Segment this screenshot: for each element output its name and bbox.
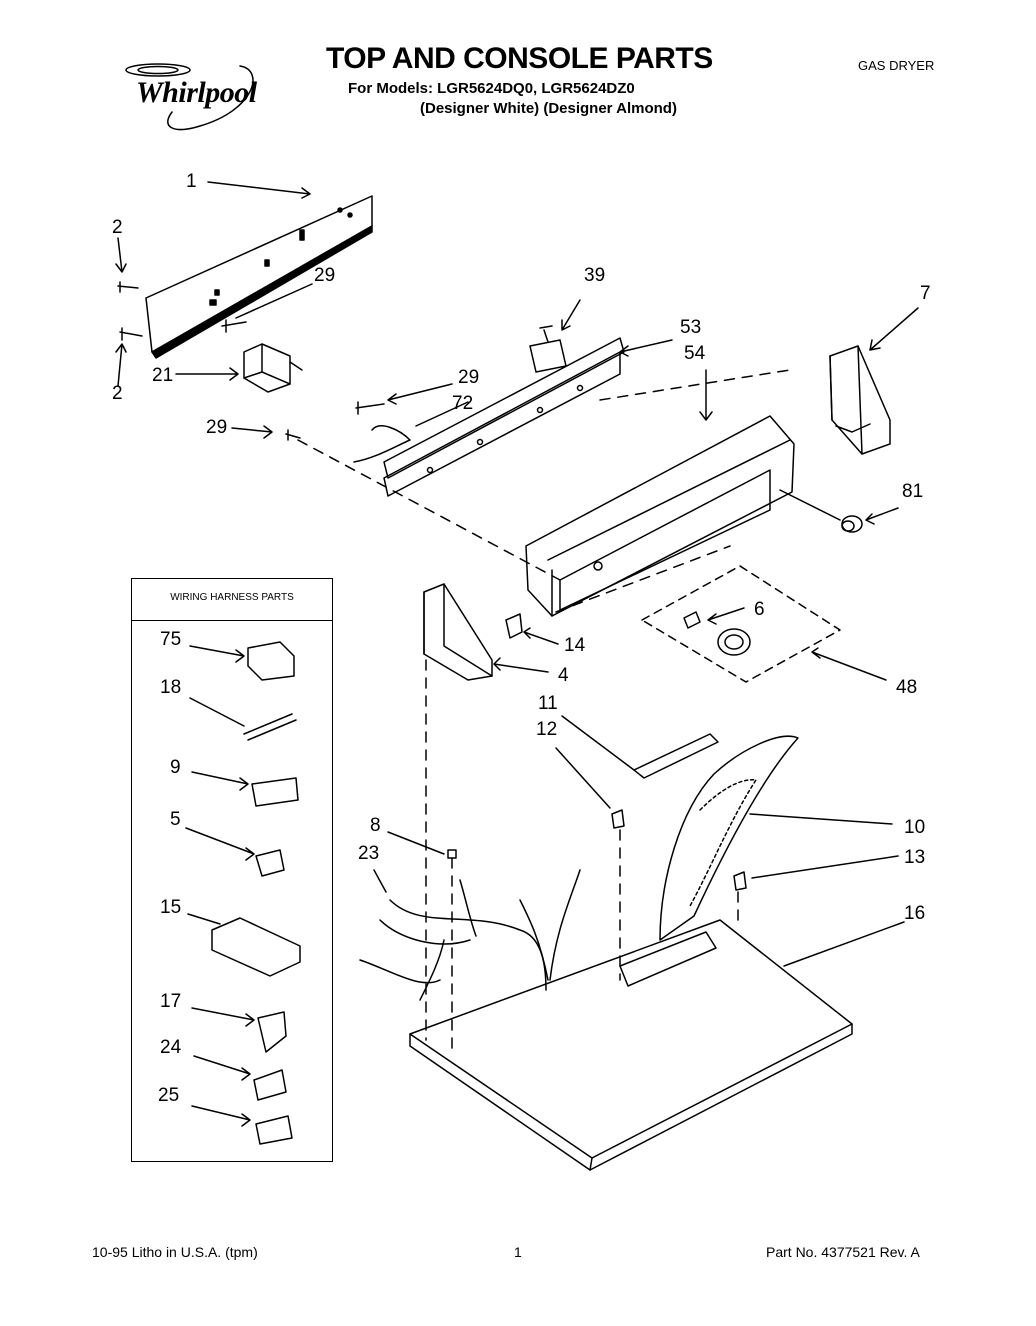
callout-5: 5	[170, 809, 181, 830]
colors-line: (Designer White) (Designer Almond)	[420, 100, 677, 117]
part-8-connector	[447, 849, 457, 859]
callout-72: 72	[452, 393, 474, 414]
callout-17: 17	[160, 991, 182, 1012]
callout-54: 54	[684, 343, 706, 364]
footer-part-number: Part No. 4377521 Rev. A	[766, 1244, 920, 1260]
part-81-knob	[841, 515, 863, 533]
callout-48: 48	[896, 677, 918, 698]
callout-14: 14	[564, 635, 586, 656]
harness-part-icons	[211, 641, 301, 1145]
alignment-lines	[297, 369, 791, 1053]
callout-18: 18	[160, 677, 182, 698]
models-line: For Models: LGR5624DQ0, LGR5624DZ0	[348, 80, 635, 97]
callout-11: 11	[538, 693, 558, 714]
callout-75: 75	[160, 629, 182, 650]
callout-10: 10	[904, 817, 926, 838]
callout-4: 4	[558, 665, 569, 686]
callout-9: 9	[170, 757, 181, 778]
part-10-console	[659, 735, 799, 941]
callout-6: 6	[754, 599, 765, 620]
callout-7: 7	[920, 283, 931, 304]
callout-13: 13	[904, 847, 926, 868]
document-type: GAS DRYER	[858, 58, 935, 73]
part-2-screws	[117, 281, 143, 341]
wiring-harness-title: WIRING HARNESS PARTS	[170, 592, 294, 603]
callout-8: 8	[370, 815, 381, 836]
part-12-clip	[611, 809, 625, 829]
part-29-screw-b	[355, 401, 385, 415]
part-29-screw-c	[285, 429, 301, 441]
part-1-console-panel	[145, 195, 373, 359]
part-21-switch	[243, 343, 303, 393]
footer-page-number: 1	[514, 1244, 522, 1260]
part-53-bracket	[383, 337, 625, 497]
callout-1: 1	[186, 171, 197, 192]
callout-12: 12	[536, 719, 558, 740]
callout-16: 16	[904, 903, 926, 924]
page-title: TOP AND CONSOLE PARTS	[326, 42, 713, 75]
part-39-component	[529, 325, 567, 373]
callout-39: 39	[584, 265, 606, 286]
callout-29-middle: 29	[458, 367, 480, 388]
callout-29-upper: 29	[314, 265, 336, 286]
footer-litho: 10-95 Litho in U.S.A. (tpm)	[92, 1244, 258, 1260]
callout-21: 21	[152, 365, 174, 386]
callout-23: 23	[358, 843, 380, 864]
part-48-knob-assembly	[641, 565, 841, 683]
callout-81: 81	[902, 481, 924, 502]
callout-leader-lines	[115, 181, 919, 1127]
callout-2-lower: 2	[112, 383, 123, 404]
callout-29-lower: 29	[206, 417, 228, 438]
part-13-screw	[733, 871, 747, 891]
callout-2-upper: 2	[112, 217, 123, 238]
part-54-control-panel	[525, 415, 841, 617]
callout-25: 25	[158, 1085, 180, 1106]
part-23-wire-harness	[359, 869, 581, 1001]
brand-logo-swoosh	[125, 63, 254, 131]
part-16-top-panel	[409, 919, 853, 1171]
brand-logo: Whirlpool	[136, 76, 257, 109]
part-11-plate	[633, 733, 719, 779]
wiring-harness-box	[131, 578, 333, 1162]
part-14-clip	[505, 613, 523, 639]
callout-15: 15	[160, 897, 182, 918]
part-72-wire	[353, 425, 411, 463]
part-29-screw-a	[221, 319, 247, 333]
wiring-harness-divider	[131, 620, 333, 621]
part-7-end-cap	[829, 345, 891, 455]
part-4-end-cap	[423, 583, 493, 681]
callout-53: 53	[680, 317, 702, 338]
callout-24: 24	[160, 1037, 182, 1058]
